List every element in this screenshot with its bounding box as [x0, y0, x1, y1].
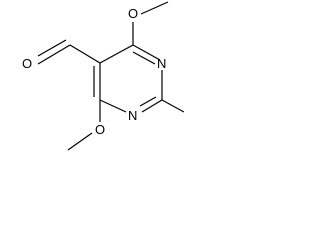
bond-carbonyl-oxygen-double — [37, 39, 67, 57]
ring-bond-c6-n1-inner — [132, 51, 156, 65]
ring-bond-n3-c4 — [99, 99, 127, 113]
bond-carbonyl-oxygen — [37, 44, 71, 65]
atom-label-ring-nitrogen-bottom: N — [128, 108, 137, 123]
chemical-structure-diagram: O O N N O — [22, 1, 184, 151]
atom-label-ring-nitrogen-top: N — [157, 56, 166, 71]
bond-methoxy-top-methyl — [140, 1, 169, 15]
atom-label-aldehyde-oxygen: O — [22, 56, 32, 71]
atom-label-methoxy-oxygen-top: O — [128, 6, 138, 21]
bond-ring-to-carbonyl — [69, 44, 101, 64]
atom-label-methoxy-oxygen-bottom: O — [95, 122, 105, 137]
ring-bond-c6-n1 — [132, 44, 161, 61]
ring-bond-c5-c6 — [99, 44, 134, 64]
ring-bond-c2-n3 — [141, 99, 163, 113]
bond-methoxy-bottom-methyl — [67, 132, 93, 151]
bond-ring-to-methyl — [161, 99, 184, 113]
ring-bond-c2-n3-inner — [139, 96, 157, 107]
